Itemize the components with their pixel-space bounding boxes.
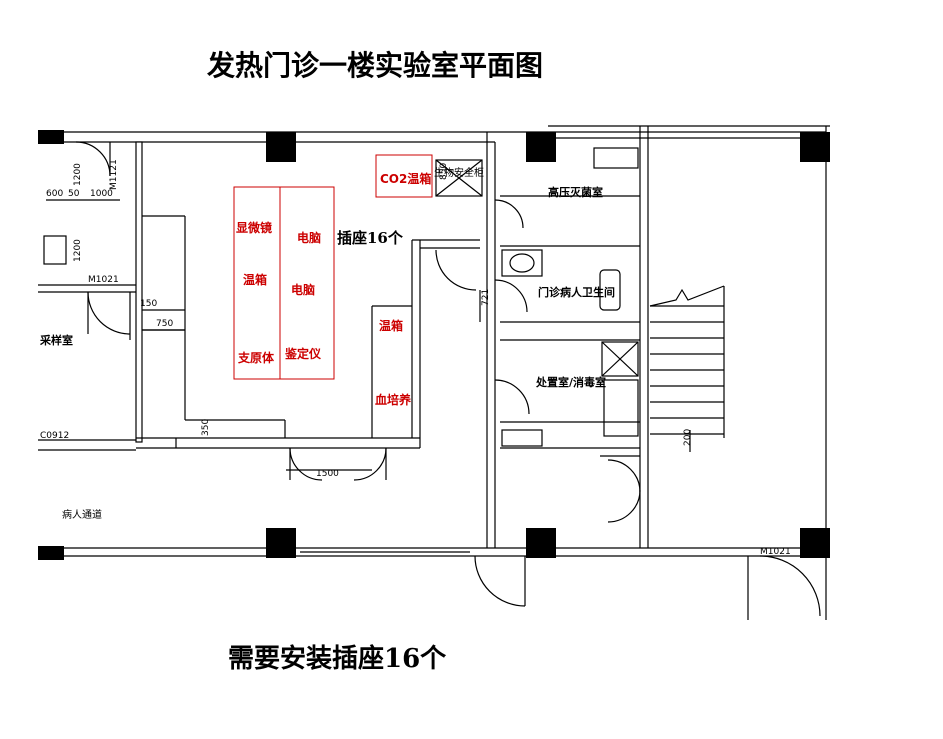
shower-tray [601,341,639,377]
label-identifier: 鉴定仪 [284,346,322,361]
dim-750: 750 [156,319,173,329]
dim-1200-b: 1200 [73,239,83,262]
socket-note: 插座16个 [337,229,404,247]
window-code-c0912: C0912 [40,431,69,441]
staircase [649,285,725,438]
wash-basin [501,249,543,277]
room-disposal: 处置室/消毒室 [535,375,606,389]
column [800,528,830,558]
label-blood-culture: 血培养 [375,392,411,407]
dim-350: 350 [201,419,211,436]
sink-disposal [501,429,543,447]
autoclave-unit [593,147,639,169]
label-mycoplasma: 支原体 [237,350,275,365]
dim-1000: 1000 [90,189,113,199]
page-title: 发热门诊一楼实验室平面图 [206,49,543,82]
label-computer-1: 电脑 [297,230,321,245]
column [266,132,296,162]
column [800,132,830,162]
dim-50: 50 [68,189,80,199]
dim-200: 200 [683,429,693,446]
label-microscope: 显微镜 [236,220,272,235]
dim-1200-a: 1200 [73,163,83,186]
label-biosafety-cabinet: 生物安全柜 [434,166,484,179]
label-incubator-1: 温箱 [243,272,267,287]
door-code-m1021-left: M1021 [88,275,119,285]
dim-600: 600 [46,189,63,199]
column [38,546,64,560]
column [526,132,556,162]
room-sampling: 采样室 [39,333,73,347]
column [266,528,296,558]
dim-850: 850 [439,163,449,180]
dim-721: 721 [481,289,491,306]
dim-1500: 1500 [316,469,339,479]
column [38,130,64,144]
disposal-tub [603,379,639,437]
left-sink [43,235,67,265]
door-code-m1121: M1121 [109,159,119,190]
co2-incubator-box [375,154,433,198]
room-patient-corridor: 病人通道 [62,508,102,521]
biosafety-cabinet-box [435,159,483,197]
toilet [599,269,621,311]
columns [38,130,830,560]
column [526,528,556,558]
door-code-m1021-right: M1021 [760,547,791,557]
dim-150: 150 [140,299,157,309]
lab-left-wall [135,141,143,443]
room-patient-toilet: 门诊病人卫生间 [538,285,615,299]
label-computer-2: 电脑 [291,282,315,297]
equipment-bench [233,186,335,380]
room-autoclave: 高压灭菌室 [548,185,603,199]
footer-note: 需要安装插座16个 [228,644,447,674]
label-incubator-2: 温箱 [379,318,403,333]
label-co2-incubator: CO2温箱 [380,171,431,186]
